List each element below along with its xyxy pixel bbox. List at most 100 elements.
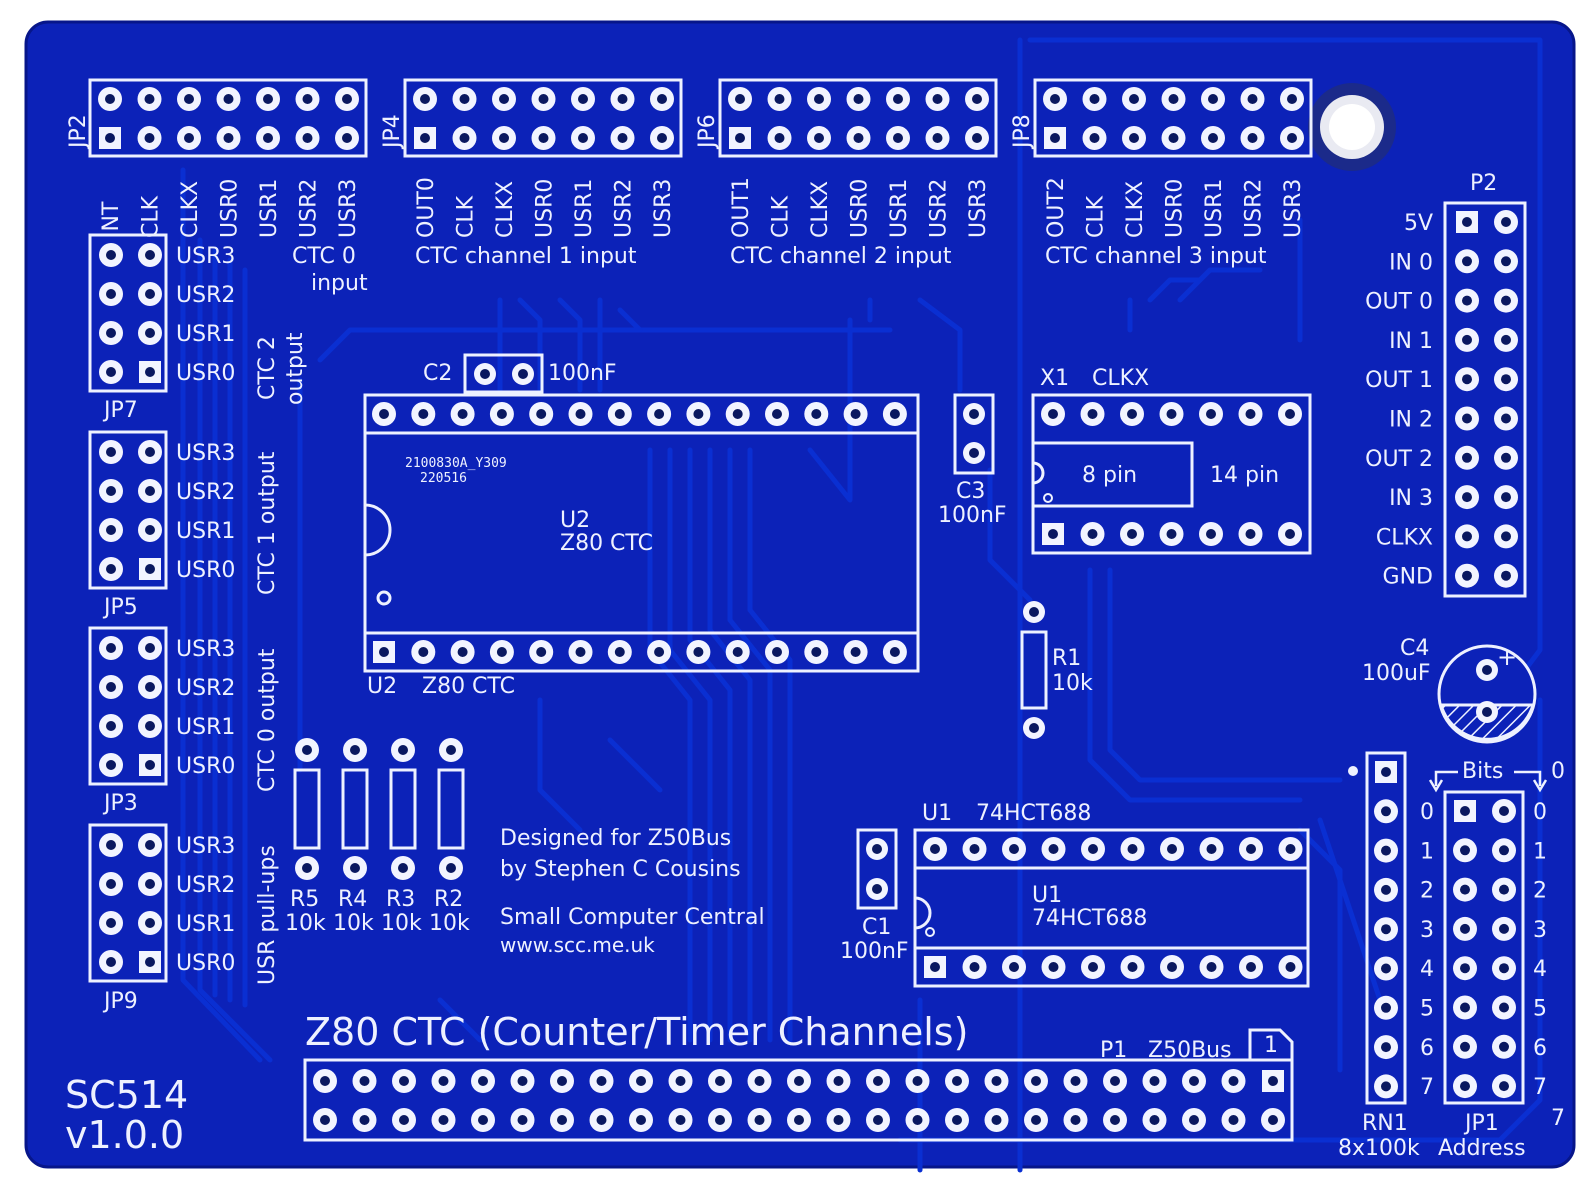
pad-hole [969,844,980,854]
pad-hole [145,289,155,299]
pad-hole [1499,806,1509,816]
p2-pin-label: IN 0 [1389,250,1433,275]
pad-hole [1009,962,1019,972]
pad-hole [693,647,704,657]
pad-hole [145,918,155,928]
pad-hole [1268,1076,1278,1086]
pad-hole [302,745,312,755]
pad-hole [106,760,116,770]
pad-hole [438,1076,449,1086]
bits-bottom-right: 7 [1551,1106,1565,1131]
bit-digit-right: 0 [1533,800,1547,825]
pad-hole [811,647,822,657]
pad-hole [636,1115,646,1125]
resistor-ref: R5 [290,887,319,912]
resistor-outline [293,768,321,850]
pad-hole [1110,1115,1120,1125]
c3-value: 100nF [938,503,1007,528]
pad-hole [1287,94,1297,104]
pad-hole [1089,133,1100,143]
bit-digit-left: 3 [1420,918,1434,943]
pad-hole [853,94,864,104]
bit-digit-left: 2 [1420,879,1434,904]
pad-hole [145,250,155,260]
pad-hole [1501,531,1511,542]
r1-ref: R1 [1052,646,1081,671]
header-pin-label: USR3 [176,637,235,662]
pad-hole [223,133,234,143]
header-pin-label: CLK [1084,195,1109,238]
pad-hole [145,564,155,574]
pad-hole [1127,529,1137,539]
header-pin-label: USR1 [887,179,912,238]
pad-hole [145,367,155,377]
pad-hole [1462,295,1472,306]
usr-pullups-label: USR pull-ups [255,845,280,985]
pad-hole [972,94,982,104]
u1-ref: U1 [922,801,952,826]
bit-digit-left: 0 [1420,800,1434,825]
ctc2-output-label-2: output [283,332,308,405]
p2-pin-label: OUT 0 [1365,290,1433,315]
bit-digit-left: 1 [1420,839,1434,864]
pad-hole [1501,452,1511,463]
p2-pin-label: IN 1 [1389,329,1433,354]
pad-hole [1499,845,1509,856]
pad-hole [657,94,667,104]
pad-hole [496,647,507,657]
top-header-pads [98,87,1304,150]
resistor-value: 10k [285,911,326,936]
pad-hole [1460,1041,1470,1052]
board-version: v1.0.0 [65,1113,184,1157]
u2-part: Z80 CTC [560,531,653,556]
pad-hole [106,643,116,653]
header-pin-label: USR0 [533,179,558,238]
header-pin-label: USR3 [176,441,235,466]
bit-digit-right: 7 [1533,1075,1547,1100]
pad-hole [302,863,312,873]
pad-hole [1228,1115,1239,1125]
header-pin-label: CLKX [1123,181,1148,238]
bit-digit-right: 4 [1533,957,1547,982]
c2-ref: C2 [423,361,452,386]
pad-hole [1208,94,1218,104]
pad-hole [657,133,667,143]
u2-ref: U2 [560,508,590,533]
pad-hole [478,1076,488,1086]
pad-hole [1501,295,1511,306]
x1-14pin-label: 14 pin [1210,463,1279,488]
pad-hole [144,133,155,143]
pad-hole [1501,413,1511,424]
pad-hole [1031,1115,1041,1125]
p1-pin1: 1 [1264,1033,1278,1058]
u2-pads [372,402,907,664]
header-pin-label: OUT0 [414,177,439,238]
pad-hole [1050,94,1060,104]
pad-hole [873,1115,883,1125]
pad-hole [575,409,586,419]
pad-hole [1168,94,1179,104]
pad-hole [105,94,115,104]
header-pin-label: USR0 [176,754,235,779]
x1-signal: CLKX [1092,366,1149,391]
c3-outline [953,393,995,475]
pad-hole [1268,1115,1278,1125]
pad-hole [1087,529,1098,539]
pad-hole [617,94,628,104]
pad-hole [732,647,743,657]
pad-hole [1381,884,1391,895]
pad-hole [536,647,547,657]
pad-hole [654,409,665,419]
pad-hole [145,525,155,535]
pad-hole [833,1076,844,1086]
rn1-outline [1365,751,1407,1105]
pad-hole [1048,529,1058,539]
header-pin-label: USR2 [297,179,322,238]
jp4-caption: CTC channel 1 input [415,244,637,269]
resistor-value: 10k [333,911,374,936]
pad-hole [1381,845,1391,856]
c4-value: 100uF [1362,661,1431,686]
pad-hole [1460,963,1470,974]
pcb-board [24,20,1576,1169]
credits-line-2: by Stephen C Cousins [500,857,741,882]
